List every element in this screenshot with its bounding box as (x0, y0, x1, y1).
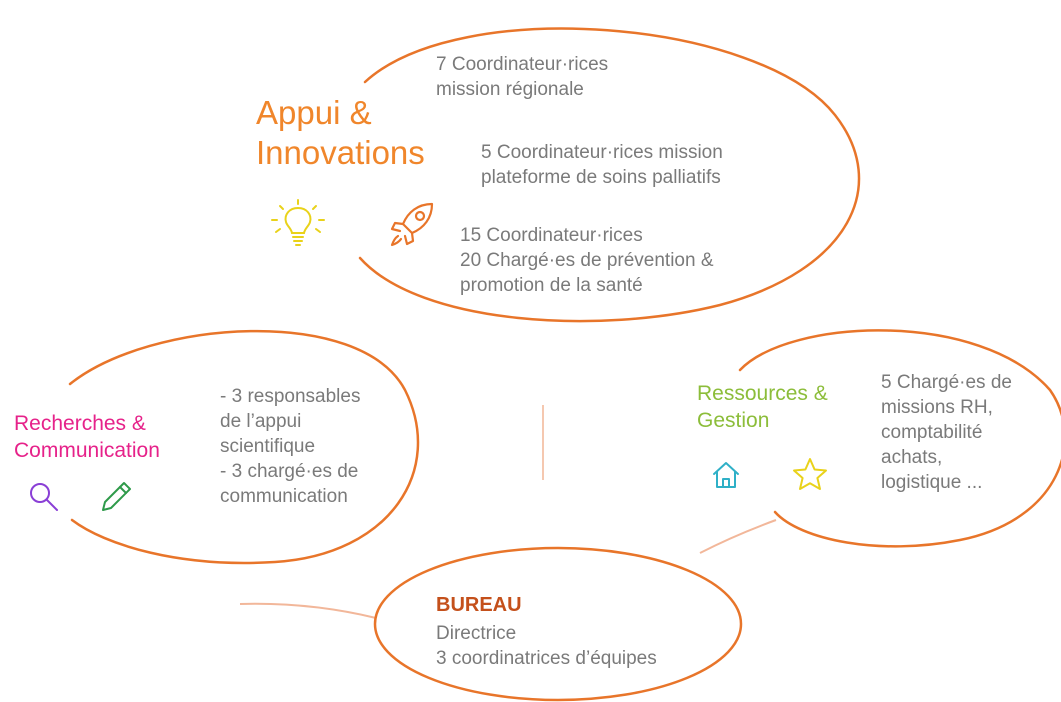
connector-right (699, 519, 777, 554)
appui-group-regional: 7 Coordinateur·rices mission régionale (436, 54, 609, 100)
bureau-body: Directrice 3 coordinatrices d’équipes (436, 623, 657, 669)
appui-group-prevention: 15 Coordinateur·rices 20 Chargé·es de pr… (460, 225, 714, 296)
ellipse-recherches (68, 329, 420, 565)
ressources-title: Ressources & Gestion (697, 382, 828, 432)
appui-group-palliatifs: 5 Coordinateur·rices mission plateforme … (481, 142, 723, 188)
pencil-icon (102, 482, 131, 511)
star-icon (793, 458, 827, 490)
appui-title: Appui & Innovations (256, 94, 425, 171)
home-icon (713, 462, 739, 488)
search-icon (30, 483, 58, 511)
ressources-body: 5 Chargé·es de missions RH, comptabilité… (881, 372, 1012, 493)
lightbulb-icon (271, 199, 325, 246)
recherches-body: - 3 responsables de l’appui scientifique… (220, 386, 361, 507)
recherches-title: Recherches & Communication (14, 412, 160, 462)
rocket-icon (390, 202, 434, 247)
ellipse-appui (358, 27, 861, 323)
ellipse-bureau (373, 546, 743, 702)
connector-left (239, 602, 377, 619)
bureau-title: BUREAU (436, 594, 522, 616)
ellipse-ressources (738, 329, 1061, 548)
